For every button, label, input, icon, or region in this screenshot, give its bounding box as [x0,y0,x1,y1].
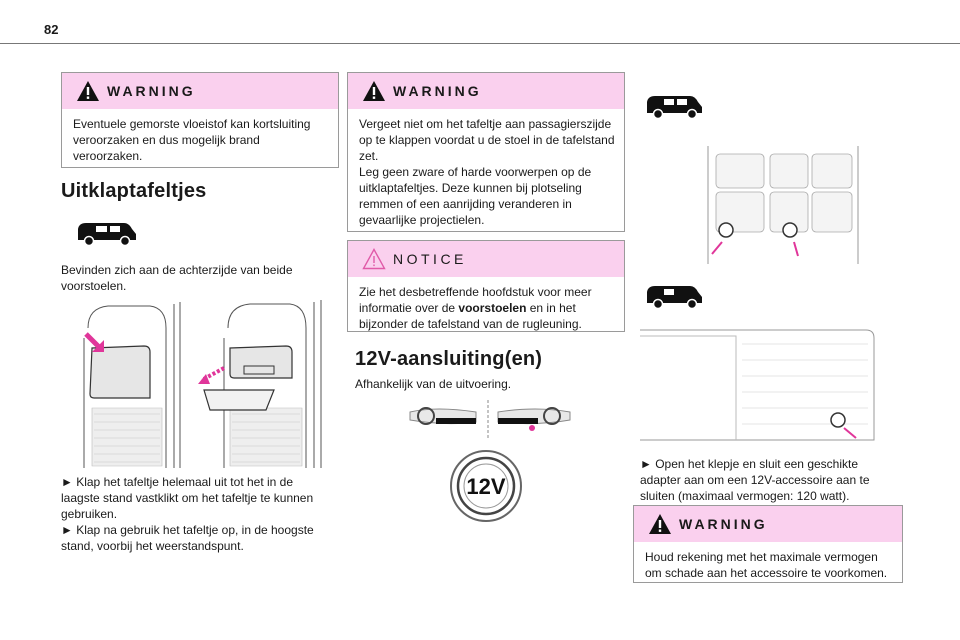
warning-header: WARNING [348,73,624,109]
12v-socket-label: 12V [466,474,505,499]
cargo-floor-plan [640,329,875,441]
warning-title: WARNING [679,516,768,532]
van-icon [647,286,702,310]
seat-plan-passenger [707,146,859,264]
warning-line-projectiles: Leg geen zware of harde voorwerpen op de… [359,165,592,227]
warning-line-fold-table: Vergeet niet om het tafeltje aan passagi… [359,117,615,163]
warning-text: Eventuele gemorste vloeistof kan kortslu… [73,117,311,163]
warning-text: Vergeet niet om het tafeltje aan passagi… [348,109,624,236]
12v-intro: Afhankelijk van de uitvoering. [355,377,512,391]
notice-text-bold: voorstoelen [458,301,527,315]
page-number: 82 [44,22,59,37]
warning-triangle-icon [77,81,99,101]
notice-text: Zie het desbetreffende hoofdstuk voor me… [348,277,624,340]
tables-step-unfold: ► Klap het tafeltje helemaal uit tot het… [61,475,314,521]
warning-box-table: WARNING Vergeet niet om het tafeltje aan… [347,72,625,232]
van-icon [647,96,702,120]
tray-table-illustration [83,300,322,468]
warning-box-fuel: WARNING Eventuele gemorste vloeistof kan… [61,72,339,168]
notice-box: NOTICE Zie het desbetreffende hoofdstuk … [347,240,625,332]
warning-title: WARNING [107,83,196,99]
12v-step-connect: ► Open het klepje en sluit een geschikte… [640,457,870,503]
warning-triangle-icon [649,514,671,534]
van-icon [78,223,136,247]
top-rule [0,43,960,44]
warning-header: WARNING [634,506,902,542]
12v-socket-icon: 12V [450,450,522,522]
notice-triangle-icon [362,248,386,270]
warning-text: Houd rekening met het maximale vermogen … [645,550,888,580]
warning-header: WARNING [62,73,338,109]
section-title-12v: 12V-aansluiting(en) [355,348,543,370]
dashboard-location-icons [409,400,571,440]
section-title-tables: Uitklaptafeltjes [61,180,207,202]
notice-title: NOTICE [393,251,467,267]
notice-header: NOTICE [348,241,624,277]
warning-title: WARNING [393,83,482,99]
tables-intro: Bevinden zich aan de achterzijde van bei… [61,263,293,293]
notice-text-end: en in het bijzonder de tafelstand van de… [359,301,582,331]
warning-box-power: WARNING Houd rekening met het maximale v… [633,505,903,583]
warning-triangle-icon [363,81,385,101]
tables-step-fold: ► Klap na gebruik het tafeltje op, in de… [61,523,314,553]
notice-text-start: Zie het desbetreffende hoofdstuk voor me… [359,285,592,315]
